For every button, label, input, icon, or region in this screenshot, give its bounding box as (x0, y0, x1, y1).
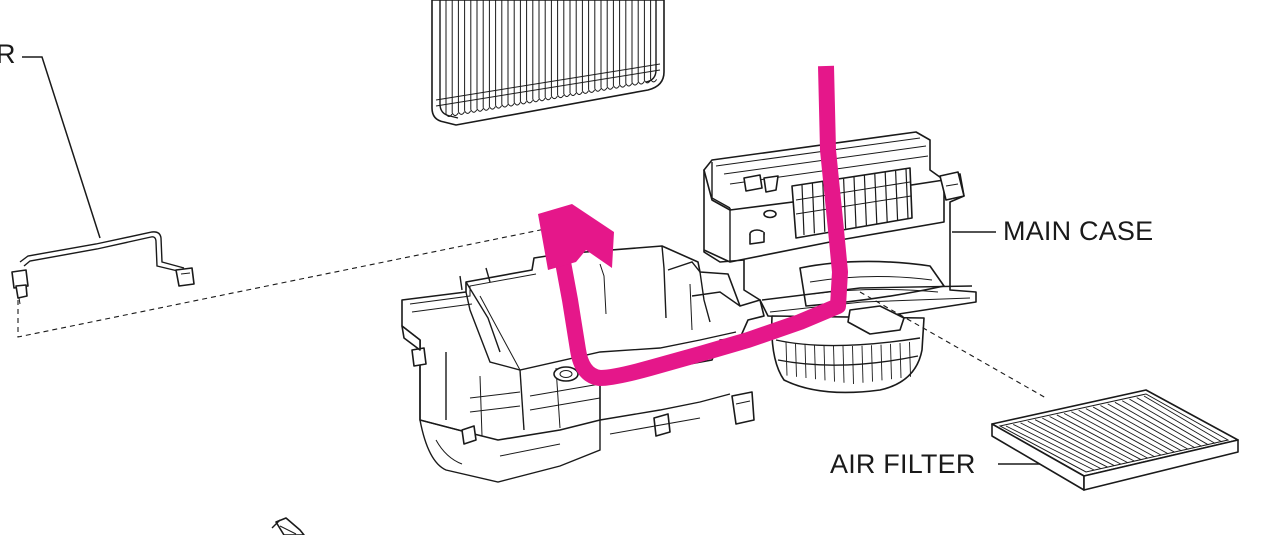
evaporator-fins (445, 0, 658, 117)
blower-ribs (785, 341, 911, 385)
wire-harness (11, 56, 195, 305)
air-filter-label: AIR FILTER (830, 449, 976, 479)
airflow-arrow (538, 65, 848, 386)
blower-motor (770, 305, 925, 394)
air-filter-pleats (1005, 395, 1223, 471)
evaporator-core (431, 0, 665, 126)
partial-connector-part (271, 517, 305, 535)
main-case-label: MAIN CASE (1003, 216, 1154, 246)
partial-part-label: R (0, 39, 16, 69)
air-filter (991, 389, 1239, 491)
